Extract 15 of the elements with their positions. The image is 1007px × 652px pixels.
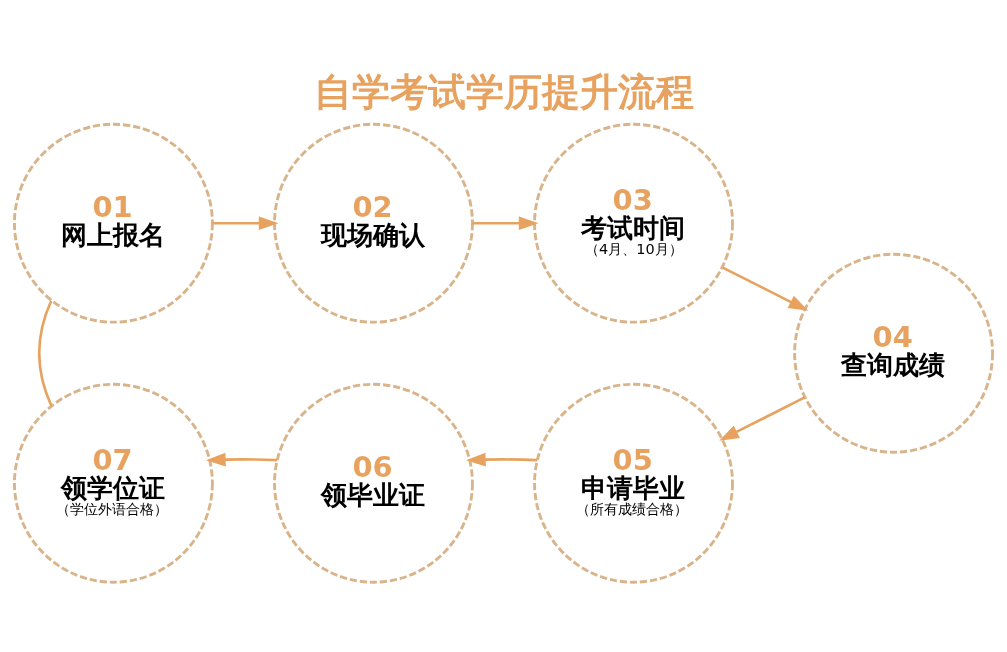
node-circle: 04 查询成绩 (793, 252, 994, 454)
arrow (719, 395, 806, 441)
connector (37, 300, 53, 407)
node-circle: 05 申请毕业 （所有成绩合格） (533, 382, 734, 584)
node-circle: 07 领学位证 （学位外语合格） (13, 382, 214, 584)
arrow (722, 265, 809, 311)
arrow (466, 452, 538, 466)
arrow (205, 452, 277, 466)
arrow (212, 215, 279, 230)
node-circle: 06 领毕业证 (273, 382, 474, 584)
diagram-title: 自学考试学历提升流程 (313, 69, 694, 114)
node-circle: 02 现场确认 (273, 122, 474, 324)
node-circle: 03 考试时间 （4月、10月） (533, 122, 734, 324)
arrow (472, 215, 539, 230)
node-circle: 01 网上报名 (13, 122, 214, 324)
